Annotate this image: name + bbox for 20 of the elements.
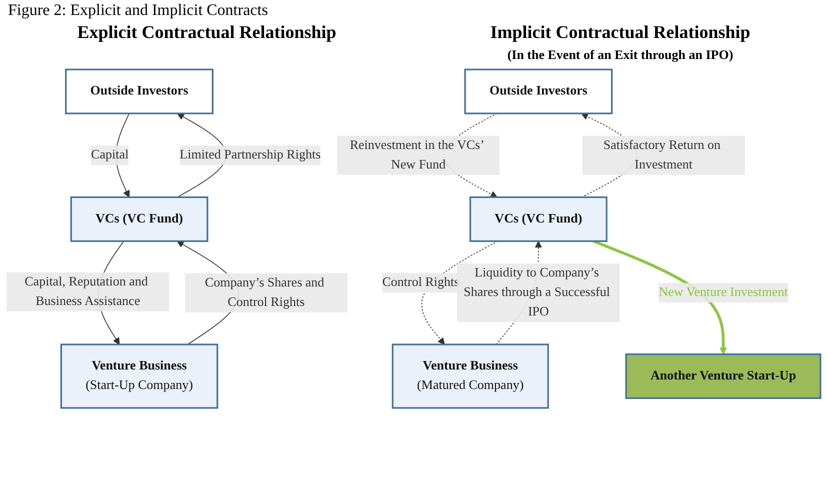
node-box: VCs (VC Fund) — [469, 196, 608, 242]
edge-label: Satisfactory Return on Investment — [603, 138, 721, 172]
edge-label: Liquidity to Company’s Shares through a Successful IPO — [464, 266, 610, 319]
node-box: Another Venture Start-Up — [625, 353, 822, 399]
edge-label: Control Rights — [382, 276, 460, 290]
panel-subheading: (In the Event of an Exit through an IPO) — [506, 47, 734, 63]
node-box: Outside Investors — [464, 68, 613, 114]
edge-label: Capital, Reputation and Business Assistance — [24, 274, 148, 308]
panel-heading: Implicit Contractual Relationship — [489, 22, 752, 43]
edge-label: Capital — [91, 148, 129, 162]
panel-heading: Explicit Contractual Relationship — [76, 22, 338, 43]
node-box: Venture Business (Matured Company) — [392, 344, 549, 409]
edge-label: Reinvestment in the VCs’ New Fund — [350, 138, 484, 172]
edge-label: Company’s Shares and Control Rights — [204, 276, 324, 310]
node-box: VCs (VC Fund) — [70, 196, 208, 242]
edge-label: New Venture Investment — [658, 285, 788, 300]
edge-label: Limited Partnership Rights — [180, 148, 321, 162]
node-box: Venture Business (Start-Up Company) — [60, 344, 218, 409]
figure-title: Figure 2: Explicit and Implicit Contracts — [7, 1, 269, 21]
node-box: Outside Investors — [65, 68, 214, 114]
